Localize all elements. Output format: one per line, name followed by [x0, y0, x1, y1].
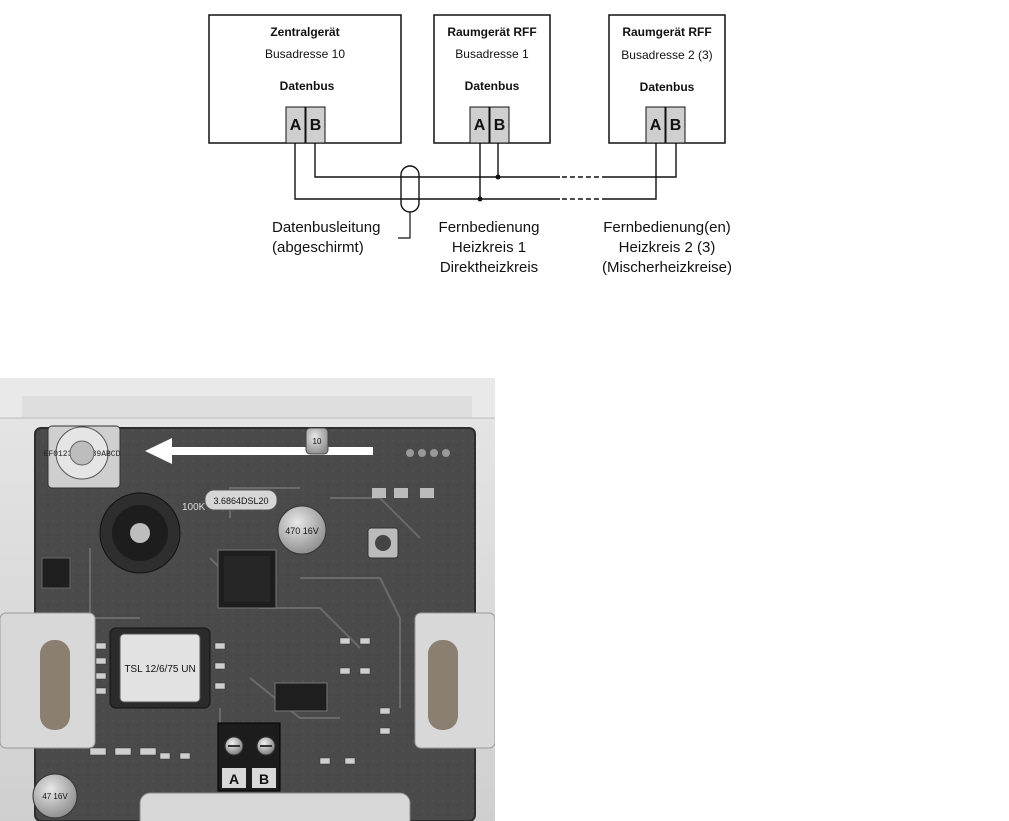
capacitor-main-label: 470 16V — [285, 526, 319, 536]
remote1-label: Fernbedienung Heizkreis 1 Direktheizkrei… — [439, 219, 540, 276]
transformer: TSL 12/6/75 UN — [109, 627, 211, 709]
terminal-b-label: B — [310, 117, 322, 134]
terminal-a-label: A — [474, 117, 486, 134]
terminal-b — [489, 106, 510, 144]
terminal-b-label: B — [494, 117, 506, 134]
device-address: Busadresse 10 — [265, 47, 345, 61]
device-address: Busadresse 1 — [455, 47, 529, 61]
capacitor-bottom: 47 16V — [32, 773, 78, 819]
cable-label: Datenbusleitung (abgeschirmt) — [272, 219, 380, 256]
device-bus-label: Datenbus — [280, 79, 335, 93]
terminal-b-label: B — [670, 117, 682, 134]
pointer-arrow — [145, 438, 373, 464]
device-box-room-2: Raumgerät RFF Busadresse 2 (3) Datenbus … — [608, 14, 726, 144]
potentiometer[interactable]: 100K — [99, 492, 206, 574]
ic-left — [41, 557, 71, 589]
potentiometer-label: 100K — [182, 502, 206, 513]
device-title: Raumgerät RFF — [622, 25, 711, 39]
transformer-label: TSL 12/6/75 UN — [124, 664, 195, 675]
led-row — [372, 449, 450, 498]
ic-center — [274, 682, 328, 712]
junction-dot — [495, 174, 501, 180]
terminal-a-label: A — [650, 117, 662, 134]
device-title: Raumgerät RFF — [447, 25, 536, 39]
device-title: Zentralgerät — [270, 25, 339, 39]
crystal-label: 3.6864DSL20 — [213, 496, 268, 506]
terminal-b-photo-label: B — [259, 771, 269, 787]
push-button[interactable] — [367, 527, 399, 559]
wiring-diagram: Zentralgerät Busadresse 10 Datenbus A B … — [205, 0, 780, 290]
junction-dot — [477, 196, 483, 202]
capacitor-small-label: 10 — [313, 437, 322, 446]
remote2-label-line1: Fernbedienung(en) — [603, 219, 731, 236]
cable-label-line2: (abgeschirmt) — [272, 239, 364, 256]
remote1-label-line1: Fernbedienung — [439, 219, 540, 236]
wire-b — [314, 143, 560, 178]
microcontroller — [217, 549, 277, 609]
remote2-label-line3: (Mischerheizkreise) — [602, 259, 732, 276]
remote1-label-line2: Heizkreis 1 — [452, 239, 526, 256]
housing-bottom-slot — [139, 792, 411, 821]
remote2-label: Fernbedienung(en) Heizkreis 2 (3) (Misch… — [602, 219, 732, 276]
bus-wires — [294, 143, 677, 200]
bus-terminal-block[interactable]: A B — [217, 722, 281, 792]
device-bus-label: Datenbus — [465, 79, 520, 93]
device-box-central: Zentralgerät Busadresse 10 Datenbus A B — [208, 14, 402, 144]
terminal-a-photo-label: A — [229, 771, 239, 787]
terminal-a-label: A — [290, 117, 302, 134]
capacitor-main: 470 16V — [277, 505, 327, 555]
remote1-label-line3: Direktheizkreis — [440, 259, 538, 276]
cable-label-line1: Datenbusleitung — [272, 219, 380, 236]
smd-components — [89, 637, 391, 765]
wire-a — [294, 143, 560, 200]
remote2-label-line2: Heizkreis 2 (3) — [619, 239, 716, 256]
circuit-board-photo: EF0123456789ABCD 10 3.6864DSL20 470 16V … — [0, 378, 495, 821]
device-box-room-1: Raumgerät RFF Busadresse 1 Datenbus A B — [433, 14, 551, 144]
capacitor-bottom-label: 47 16V — [42, 792, 68, 801]
capacitor-small: 10 — [305, 427, 329, 455]
crystal-oscillator: 3.6864DSL20 — [204, 489, 278, 511]
cable-callout-line — [398, 212, 411, 239]
rotary-address-switch[interactable]: EF0123456789ABCD — [44, 425, 121, 489]
device-address: Busadresse 2 (3) — [621, 48, 712, 62]
device-bus-label: Datenbus — [640, 80, 695, 94]
